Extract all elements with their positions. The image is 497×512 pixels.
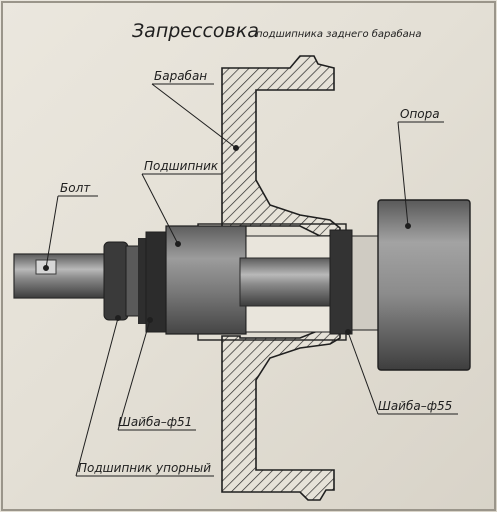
leader-baraban <box>151 83 237 149</box>
label-opora: Опора <box>400 107 440 121</box>
label-shaiba51: Шайба–ф51 <box>118 415 192 429</box>
support-neck <box>351 235 383 331</box>
leader-bolt-dot <box>43 265 49 271</box>
drum-section-lower <box>221 329 341 501</box>
title-main: Запрессовка <box>132 20 259 42</box>
leader-opora-dot <box>405 223 411 229</box>
thrust-bearing-race-1 <box>103 241 129 321</box>
leader-shaiba51-dot <box>147 317 153 323</box>
leader-shaiba51 <box>117 319 151 431</box>
leader-podshipnik <box>141 173 179 245</box>
thrust-bearing-race-2 <box>125 245 141 317</box>
label-shaiba55: Шайба–ф55 <box>378 399 452 413</box>
washer-55 <box>329 229 353 335</box>
leader-shaiba55 <box>347 331 379 415</box>
leader-bolt <box>45 195 59 269</box>
drum-section-upper <box>221 55 341 237</box>
label-podshipnik: Подшипник <box>144 159 219 173</box>
title-sub: подшипника заднего барабана <box>256 28 421 40</box>
leader-upornyi-dot <box>115 315 121 321</box>
washer-51 <box>145 231 167 333</box>
leader-podshipnik-dot <box>175 241 181 247</box>
support-body <box>377 199 471 371</box>
thrust-bearing-balls <box>138 238 146 324</box>
leader-lines <box>43 83 458 477</box>
label-podshipnik-upornyi: Подшипник упорный <box>78 461 211 475</box>
label-baraban: Барабан <box>154 69 207 83</box>
leader-upornyi <box>75 317 119 477</box>
leader-opora <box>397 121 409 227</box>
leader-baraban-dot <box>233 145 239 151</box>
label-bolt: Болт <box>60 181 91 195</box>
leader-shaiba55-dot <box>345 329 351 335</box>
